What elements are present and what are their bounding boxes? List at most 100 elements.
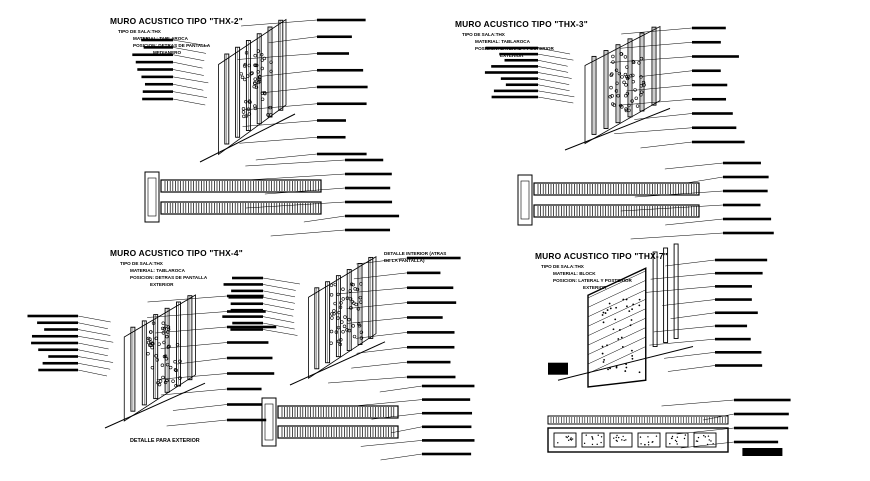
block-texture-dot [607,368,609,371]
plan7-block-cell [609,432,633,448]
callout-label-bar [715,324,748,328]
insulation-hatch [339,301,343,305]
plan7-fill-dot [703,434,705,437]
block-floor-line [557,346,694,381]
callout-label-bar [37,321,78,325]
insulation-hatch [146,351,150,356]
section-stamp [548,362,568,375]
insulation-hatch [249,71,253,76]
panel-thx4-plan [261,384,475,461]
leader-line [649,338,716,346]
insulation-hatch [154,354,158,358]
plan-label-bar [422,425,472,429]
insulation-hatch [253,104,257,108]
plan7-fill-dot [674,439,677,442]
block-course-line [587,308,646,336]
callout-label-bar [715,364,763,367]
plan7-fill-dot [591,443,594,446]
panel-thx7-block-wall [548,243,768,388]
block-texture-dot [630,319,633,321]
leader-line [618,99,693,106]
block-texture-dot [619,329,621,331]
plan-label-bar [422,411,473,415]
block-course-line [587,336,646,365]
plan7-fill-dot [591,436,593,438]
block-course-line [587,289,646,318]
plan7-fill-dot [684,434,687,436]
plan-end-post-inner [147,177,157,217]
plan-wall-strip [533,182,700,196]
plan7-fill-dot [639,436,642,438]
insulation-hatch [168,365,173,370]
panel-thx4: MURO ACUSTICO TIPO "THX-4" TIPO DE SALA:… [27,248,475,461]
insulation-hatch [161,331,166,335]
callout-label-bar [407,316,443,319]
callout-label-bar [692,69,721,73]
insulation-hatch [330,316,334,320]
callout-label-bar [31,334,79,338]
plan7-fill-dot [621,439,623,441]
panel-thx4-detail-line-1: DETALLE INTERIOR (ATRAS [384,251,446,256]
plan7-fill-dot [697,436,700,439]
plan-leader [247,173,346,181]
leader-line [537,53,574,61]
insulation-hatch [165,362,170,367]
leader-line [262,329,298,336]
callout-label-bar [504,58,538,62]
callout-label-bar [317,35,352,39]
callout-label-bar [317,18,366,22]
callout-label-bar [715,337,751,341]
insulation-hatch [353,287,357,291]
insulation-hatch [351,324,355,328]
plan7-fill-dot [671,435,674,438]
leader-line [620,42,693,49]
block-texture-dot [638,298,641,301]
wall-outline [584,25,661,145]
callout-label-bar [407,271,441,275]
plan7-fill-dot [644,444,646,446]
leader-line [353,272,408,280]
plan-label-bar [723,231,774,235]
plan7-fill-dot [708,439,710,441]
plan7-fill-dot [613,437,615,439]
callout-label-bar [223,283,263,286]
block-course-line [587,327,646,355]
plan7-fill-dot [597,434,599,436]
callout-label-bar [407,301,457,304]
callout-label-bar [222,315,263,318]
block-texture-dot [601,345,604,348]
insulation-hatch [178,359,182,364]
block-stud-profile [673,243,679,339]
callout-label-bar [692,126,737,130]
callout-label-bar [407,360,451,364]
leader-line [645,286,716,293]
plan7-fill-dot [585,434,587,436]
insulation-hatch [155,358,159,362]
callout-label-bar [227,387,262,391]
leader-line [356,347,408,354]
leader-line [665,259,716,267]
plan7-block-cell [665,432,689,448]
insulation-hatch [162,327,167,331]
insulation-hatch [161,375,165,380]
block-texture-dot [624,370,627,372]
floor-line [564,107,671,151]
callout-label-bar [227,418,267,422]
insulation-hatch [252,84,256,89]
insulation-hatch [242,114,246,119]
leader-line [537,72,572,79]
insulation-hatch [160,326,165,331]
block-texture-dot [603,358,606,361]
plan7-label-bar [734,398,791,402]
panel-thx3: MURO ACUSTICO TIPO "THX-3" TIPO DE SALA:… [455,19,774,240]
leader-line [537,78,570,85]
leader-line [242,120,318,127]
insulation-hatch [254,85,259,90]
callout-label-bar [484,71,538,74]
callout-label-bar [407,345,455,349]
block-texture-dot [638,304,641,307]
insulation-hatch [342,324,347,329]
plan-wall-strip [533,204,700,218]
callout-label-bar [230,308,263,312]
leader-line [156,373,228,380]
